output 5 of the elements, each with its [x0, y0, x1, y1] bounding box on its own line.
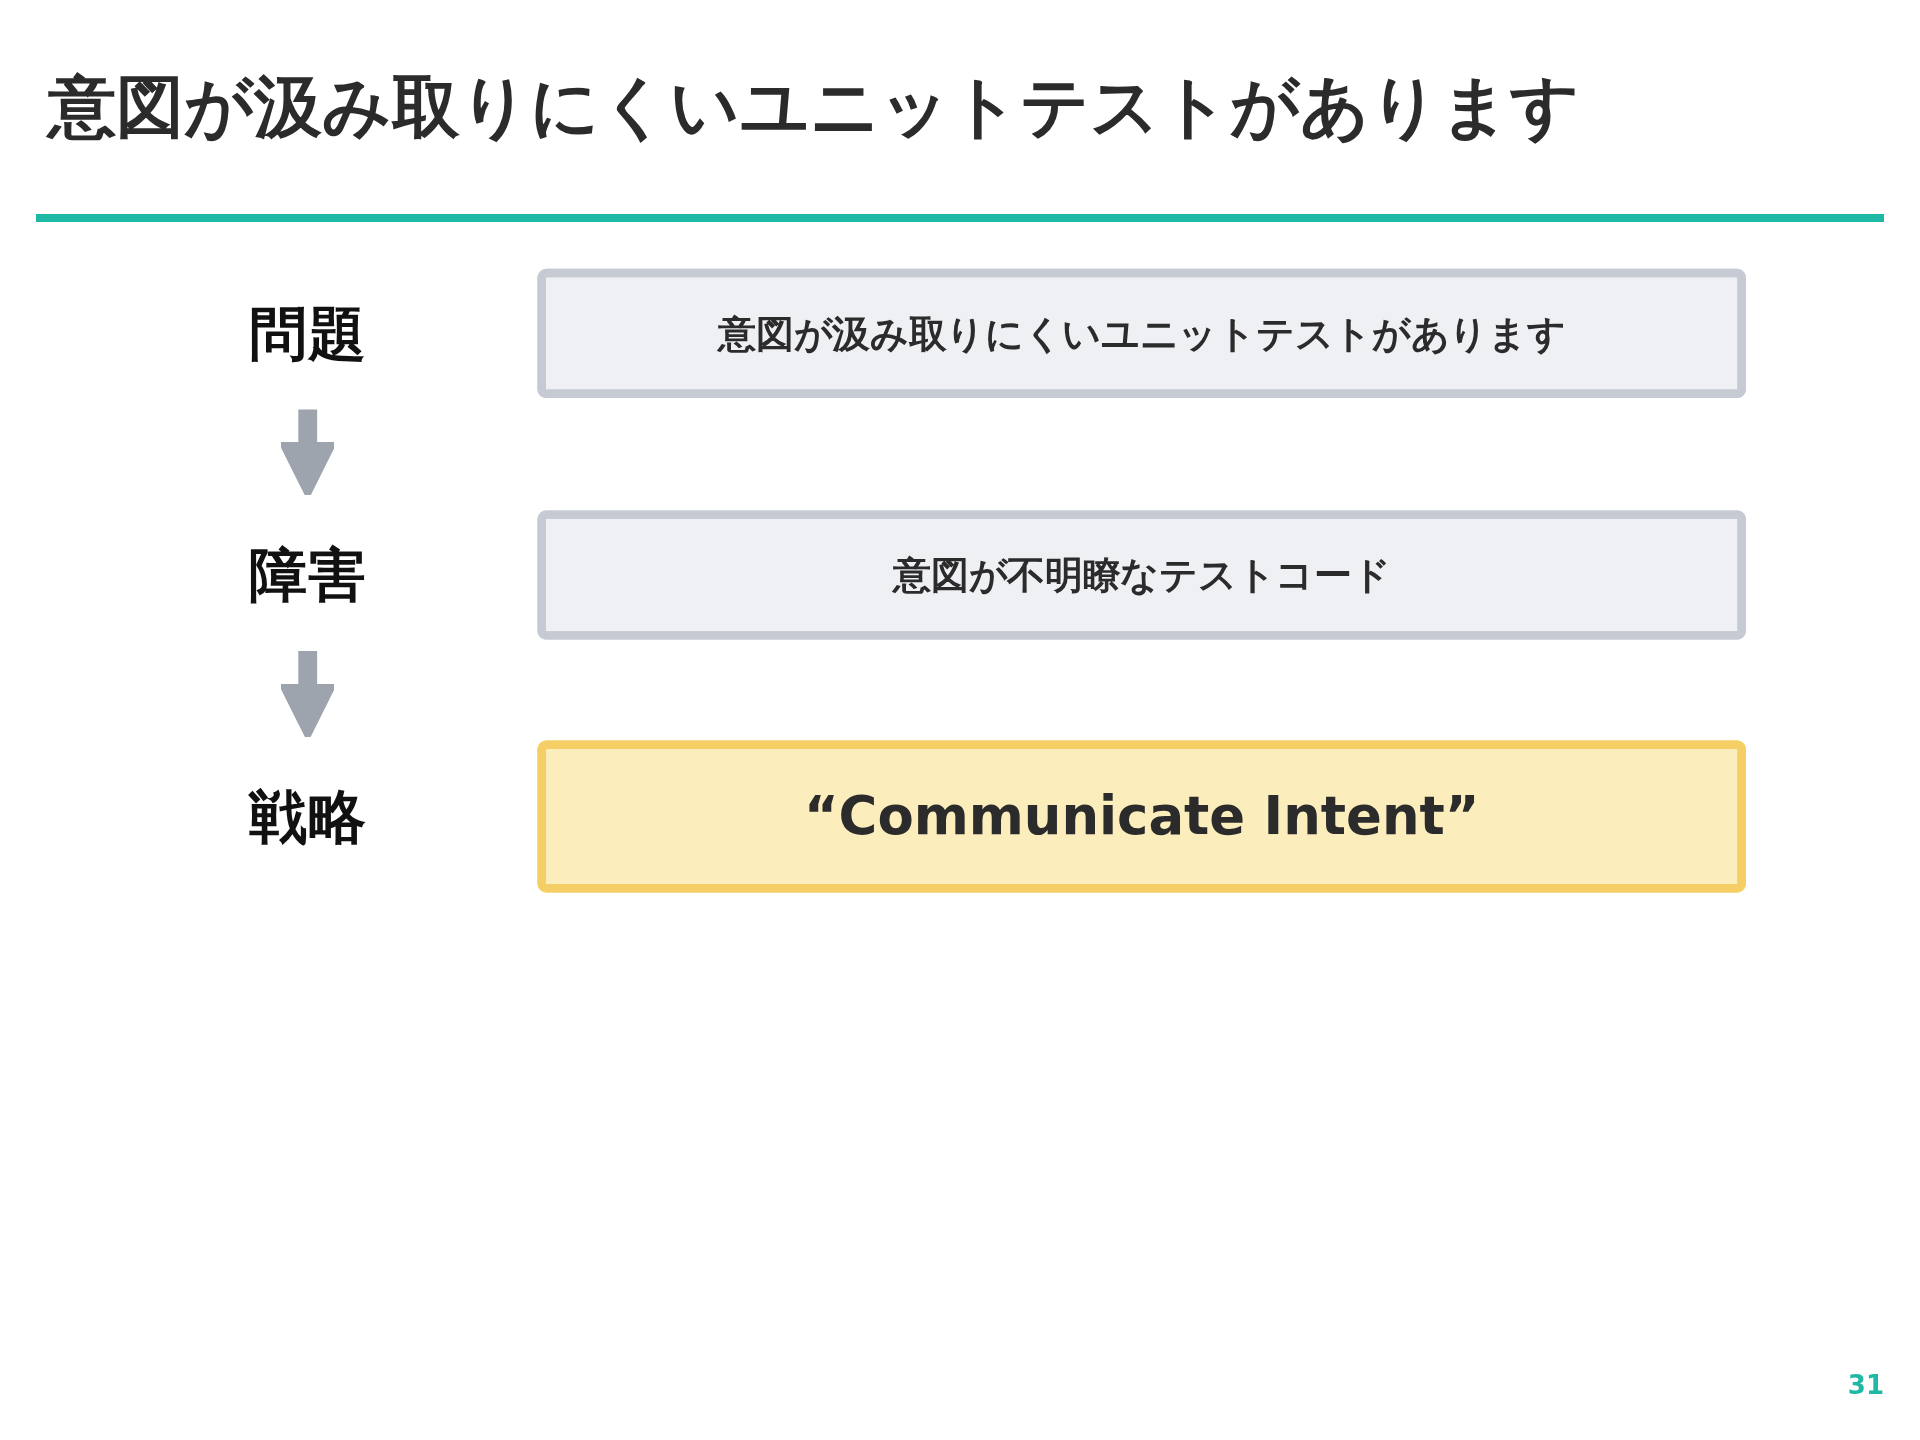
page-number: 31 [1847, 1370, 1884, 1400]
slide-title: 意図が汲み取りにくいユニットテストがあります [48, 66, 1580, 148]
node-text: 問題 [249, 299, 367, 368]
node-text: 障害 [249, 540, 367, 610]
node-text: 戦略 [249, 782, 367, 851]
